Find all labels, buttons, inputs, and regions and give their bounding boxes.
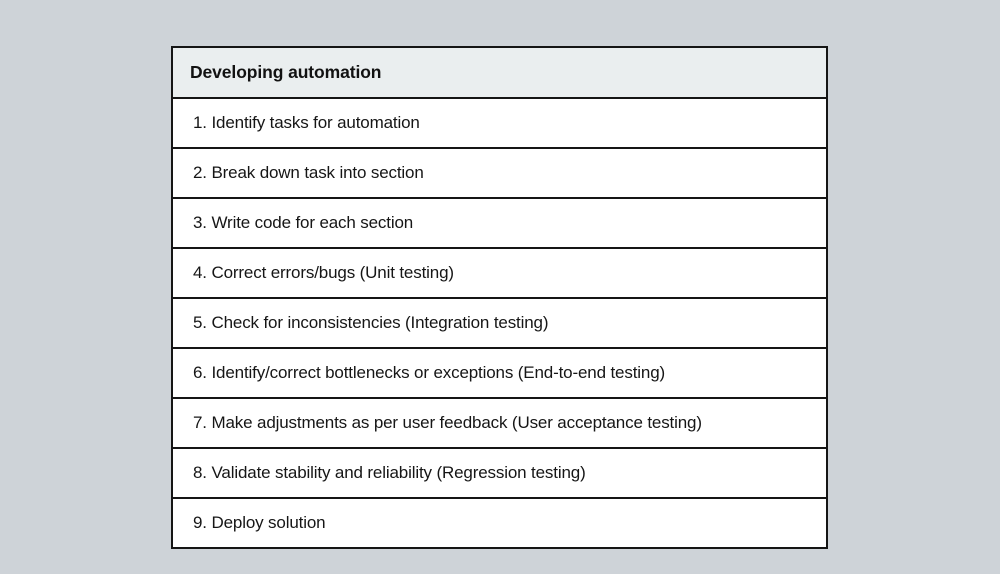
table-header: Developing automation	[172, 47, 827, 99]
step-number-9: 9.	[193, 513, 207, 532]
step-number-5: 5.	[193, 313, 207, 332]
step-number-2: 2.	[193, 163, 207, 182]
step-text-2: Break down task into section	[211, 163, 424, 182]
table-body: 1. Identify tasks for automation 2. Brea…	[172, 98, 827, 548]
step-number-1: 1.	[193, 113, 207, 132]
step-cell-8: 8. Validate stability and reliability (R…	[172, 448, 827, 499]
step-cell-3: 3. Write code for each section	[172, 198, 827, 249]
table-row: 9. Deploy solution	[172, 498, 827, 548]
step-number-6: 6.	[193, 363, 207, 382]
table-row: 5. Check for inconsistencies (Integratio…	[172, 298, 827, 349]
table-row: 4. Correct errors/bugs (Unit testing)	[172, 248, 827, 299]
step-number-3: 3.	[193, 213, 207, 232]
step-text-1: Identify tasks for automation	[211, 113, 420, 132]
table-row: 3. Write code for each section	[172, 198, 827, 249]
step-text-5: Check for inconsistencies (Integration t…	[211, 313, 549, 332]
step-number-7: 7.	[193, 413, 207, 432]
table-row: 6. Identify/correct bottlenecks or excep…	[172, 348, 827, 399]
step-cell-5: 5. Check for inconsistencies (Integratio…	[172, 298, 827, 349]
step-number-8: 8.	[193, 463, 207, 482]
step-text-6: Identify/correct bottlenecks or exceptio…	[211, 363, 666, 382]
step-text-3: Write code for each section	[211, 213, 414, 232]
step-cell-1: 1. Identify tasks for automation	[172, 98, 827, 149]
process-table-container: Developing automation 1. Identify tasks …	[171, 46, 828, 549]
table-title: Developing automation	[172, 47, 827, 99]
step-cell-2: 2. Break down task into section	[172, 148, 827, 199]
step-cell-4: 4. Correct errors/bugs (Unit testing)	[172, 248, 827, 299]
step-cell-7: 7. Make adjustments as per user feedback…	[172, 398, 827, 449]
step-text-7: Make adjustments as per user feedback (U…	[211, 413, 702, 432]
table-row: 2. Break down task into section	[172, 148, 827, 199]
step-text-9: Deploy solution	[211, 513, 326, 532]
step-cell-9: 9. Deploy solution	[172, 498, 827, 548]
step-text-4: Correct errors/bugs (Unit testing)	[211, 263, 454, 282]
step-number-4: 4.	[193, 263, 207, 282]
step-cell-6: 6. Identify/correct bottlenecks or excep…	[172, 348, 827, 399]
table-row: 7. Make adjustments as per user feedback…	[172, 398, 827, 449]
developing-automation-table: Developing automation 1. Identify tasks …	[171, 46, 828, 549]
table-row: 8. Validate stability and reliability (R…	[172, 448, 827, 499]
step-text-8: Validate stability and reliability (Regr…	[211, 463, 586, 482]
table-header-row: Developing automation	[172, 47, 827, 99]
table-row: 1. Identify tasks for automation	[172, 98, 827, 149]
